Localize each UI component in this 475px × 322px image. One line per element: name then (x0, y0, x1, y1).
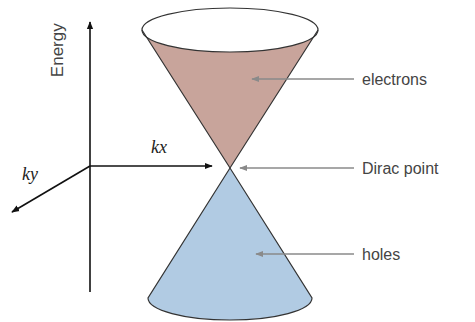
axis-label: kx (151, 137, 167, 159)
axis-label: Energy (48, 23, 68, 77)
energy-axis (89, 22, 91, 292)
kx-axis (90, 165, 212, 167)
leader-arrow (240, 167, 354, 168)
leader-arrow (252, 78, 354, 79)
hole-cone (148, 168, 312, 320)
axis-label: ky (22, 164, 38, 186)
electron-cone-outline (142, 30, 318, 168)
leader-arrow (256, 253, 354, 254)
callout-label: electrons (362, 70, 427, 89)
cone-rim (142, 8, 318, 52)
callout-label: Dirac point (362, 159, 438, 178)
callout-label: holes (362, 245, 400, 264)
